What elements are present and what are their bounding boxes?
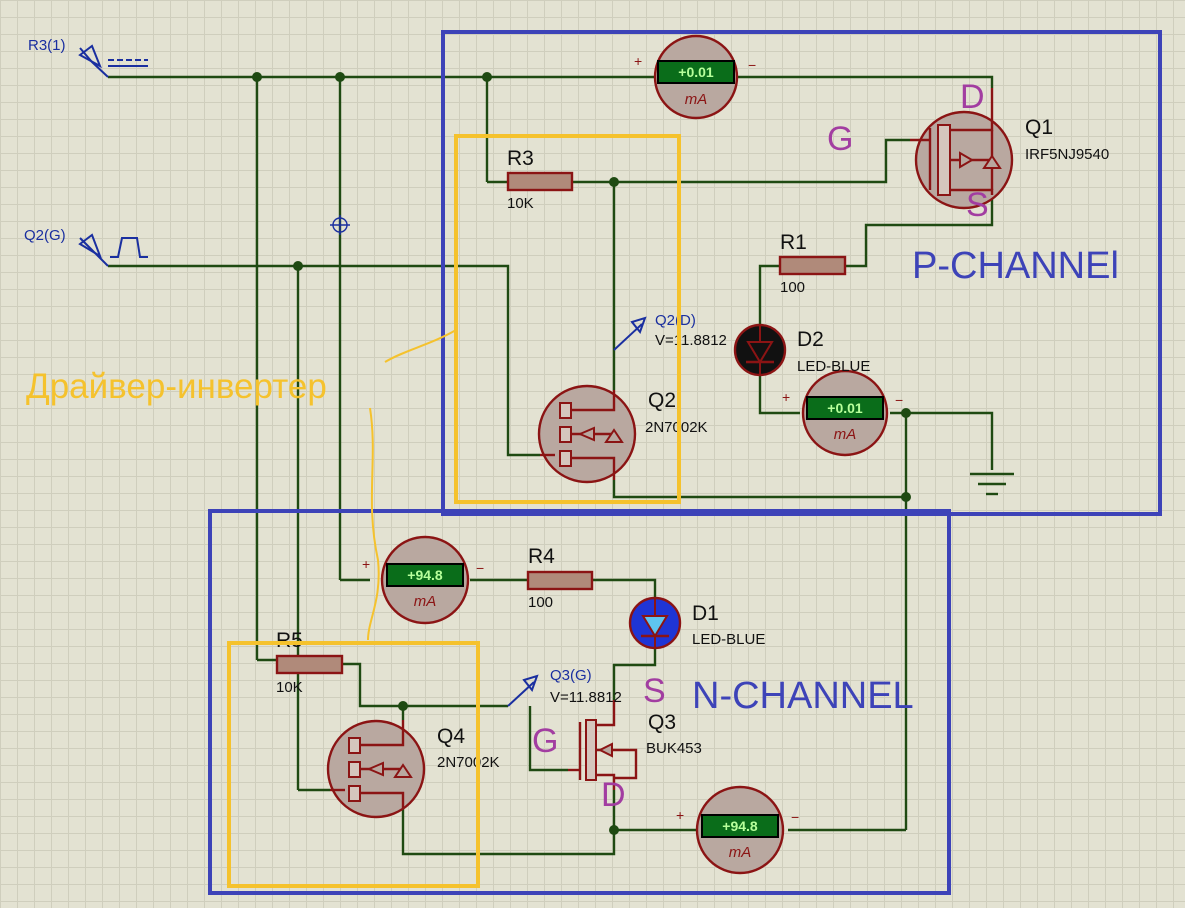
mosfet-q2[interactable]: Q2 2N7002K [537, 384, 708, 484]
ammeter-top-unit: mA [685, 91, 708, 108]
generator-r3[interactable]: R3(1) [28, 37, 148, 78]
r1-name: R1 [780, 231, 807, 254]
ground-symbol [970, 472, 1014, 496]
probe-q2d-label: Q2(D) [655, 312, 696, 329]
ammeter-d2-minus: − [895, 392, 903, 408]
resistor-r5[interactable]: R5 10K [275, 629, 344, 696]
n-channel-box [208, 509, 951, 895]
q3-pin-g: G [532, 722, 558, 760]
ammeter-r4-plus: + [362, 556, 370, 572]
crosshair-marker [330, 215, 350, 235]
q2-part: 2N7002K [645, 419, 708, 436]
q4-part: 2N7002K [437, 754, 500, 771]
p-channel-box [441, 30, 1162, 516]
generator-r3-label: R3(1) [28, 37, 66, 54]
driver-box-bottom [227, 641, 480, 888]
probe-q3g[interactable]: Q3(G) V=11.8812 [507, 667, 622, 707]
ammeter-top-value: +0.01 [678, 64, 714, 80]
q3-pin-s: S [643, 672, 666, 710]
ammeter-r4-unit: mA [414, 593, 437, 610]
r4-value: 100 [528, 594, 553, 611]
generator-q2[interactable]: Q2(G) [24, 227, 148, 267]
resistor-r3[interactable]: R3 10K [506, 147, 574, 212]
q2-name: Q2 [648, 389, 676, 412]
probe-q2d[interactable]: Q2(D) V=11.8812 [613, 312, 727, 351]
driver-leader-lines [367, 329, 457, 641]
mosfet-q1[interactable]: Q1 IRF5NJ9540 [910, 88, 1109, 210]
ammeter-r4-value: +94.8 [407, 567, 443, 583]
r5-value: 10K [276, 679, 303, 696]
led-d1[interactable]: D1 LED-BLUE [628, 596, 765, 650]
probe-q2d-value: V=11.8812 [655, 332, 727, 349]
r1-value: 100 [780, 279, 805, 296]
junction-dots [252, 72, 911, 835]
ammeter-top-plus: + [634, 53, 642, 69]
q4-name: Q4 [437, 725, 465, 748]
driver-inverter-label: Драйвер-инвертер [26, 367, 327, 406]
d2-part: LED-BLUE [797, 358, 870, 375]
ammeter-bottom-unit: mA [729, 844, 752, 861]
q1-pin-g: G [827, 120, 853, 158]
mosfet-q3[interactable]: Q3 BUK453 [568, 700, 702, 790]
q1-part: IRF5NJ9540 [1025, 146, 1109, 163]
q3-pin-d: D [601, 776, 626, 814]
generator-q2-label: Q2(G) [24, 227, 66, 244]
n-channel-label: N-CHANNEL [692, 675, 914, 717]
led-d2[interactable]: D2 LED-BLUE [733, 323, 870, 377]
r3-name: R3 [507, 147, 534, 170]
p-channel-label: P-CHANNEl [912, 245, 1119, 287]
ammeter-top[interactable]: +0.01 mA + − [634, 34, 756, 120]
q1-name: Q1 [1025, 116, 1053, 139]
ammeter-d2-plus: + [782, 389, 790, 405]
ammeter-d2[interactable]: +0.01 mA + − [782, 369, 903, 457]
ammeter-d2-value: +0.01 [827, 400, 863, 416]
ammeter-bottom-value: +94.8 [722, 818, 758, 834]
ammeter-d2-unit: mA [834, 426, 857, 443]
q1-pin-d: D [960, 78, 985, 116]
ammeter-r4[interactable]: +94.8 mA + − [362, 535, 484, 625]
q3-part: BUK453 [646, 740, 702, 757]
r5-name: R5 [276, 629, 303, 652]
probe-q3g-value: V=11.8812 [550, 689, 622, 706]
ammeter-bottom[interactable]: +94.8 mA + − [676, 785, 799, 875]
ammeter-r4-minus: − [476, 560, 484, 576]
resistor-r1[interactable]: R1 100 [778, 231, 847, 296]
q3-name: Q3 [648, 711, 676, 734]
d1-part: LED-BLUE [692, 631, 765, 648]
wires [108, 75, 994, 856]
ammeter-bottom-minus: − [791, 809, 799, 825]
driver-box-top [454, 134, 681, 504]
q1-pin-s: S [966, 186, 989, 224]
d1-name: D1 [692, 602, 719, 625]
probe-q3g-label: Q3(G) [550, 667, 592, 684]
resistor-r4[interactable]: R4 100 [526, 545, 594, 611]
r4-name: R4 [528, 545, 555, 568]
ammeter-top-minus: − [748, 57, 756, 73]
mosfet-q4[interactable]: Q4 2N7002K [326, 719, 500, 819]
r3-value: 10K [507, 195, 534, 212]
ammeter-bottom-plus: + [676, 807, 684, 823]
d2-name: D2 [797, 328, 824, 351]
